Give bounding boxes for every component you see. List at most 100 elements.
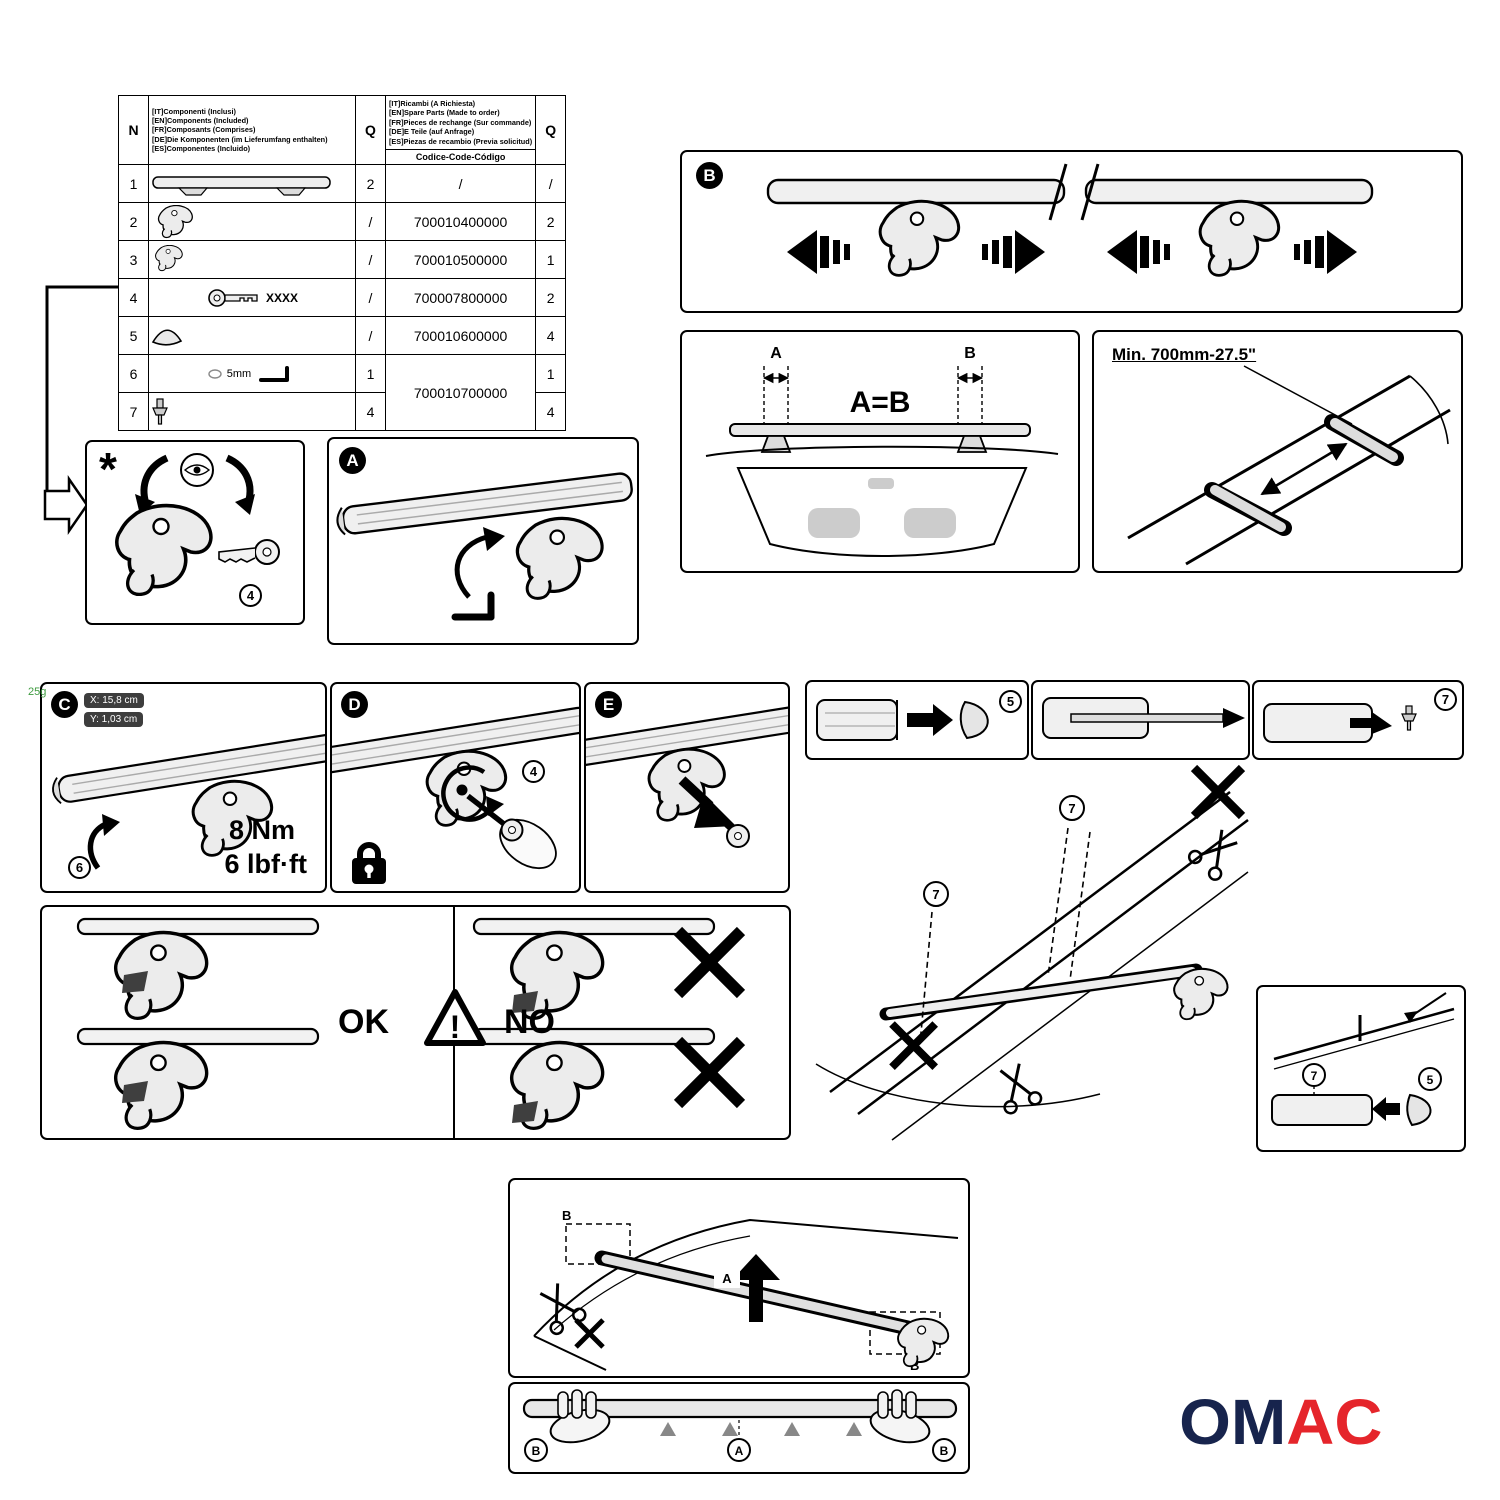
table-connector-arrow — [43, 285, 118, 536]
up-arrow-icon — [660, 1422, 676, 1436]
col-header-spare: [IT]Ricambi (A Richiesta) [EN]Spare Part… — [384, 94, 537, 166]
insert-left-arrow-icon — [1372, 1097, 1400, 1121]
crossbar-slide-illustration — [766, 163, 1374, 277]
spare-line-it: [IT]Ricambi (A Richiesta) — [389, 99, 476, 108]
cell-q-spare: 4 — [535, 316, 567, 356]
plug-illustration — [1263, 703, 1417, 743]
callout-7: 7 — [1434, 688, 1457, 711]
panel-e-label: E — [595, 691, 622, 718]
panel-rod — [1031, 680, 1250, 760]
no-text: NO — [504, 1003, 555, 1041]
part-cell — [148, 240, 356, 280]
cell-q-included: 1 — [355, 354, 386, 394]
span-arrow-icon — [1260, 442, 1348, 496]
panel-endcap: 5 — [805, 680, 1029, 760]
included-line-fr: [FR]Composants (Comprises) — [152, 125, 256, 135]
scissors-icon — [1185, 822, 1246, 884]
cell-q-spare: 2 — [535, 202, 567, 242]
included-line-es: [ES]Componentes (Incluido) — [152, 144, 251, 154]
y-dimension-badge: Y: 1,03 cm — [84, 712, 144, 727]
part-cell — [148, 202, 356, 242]
col-header-n: N — [118, 94, 149, 166]
up-arrow-icon — [846, 1422, 862, 1436]
min-span-text: Min. 700mm-27.5" — [1112, 345, 1257, 364]
key-shaft-icon — [466, 793, 506, 827]
cell-q-spare: 1 — [535, 354, 567, 394]
part-cell: 5mm — [148, 354, 356, 394]
x-mark-icon — [576, 1320, 603, 1347]
cell-q-included: / — [355, 240, 386, 280]
min-span-illustration — [1127, 365, 1451, 566]
table-row: 4 XXXX / 700007800000 2 — [118, 278, 567, 318]
cell-code: 700010500000 — [384, 240, 537, 280]
cell-q-included: 4 — [355, 392, 386, 432]
x-mark-icon — [678, 931, 741, 994]
panel-rail-detail: 7 5 — [1256, 985, 1466, 1152]
cut-line — [919, 911, 933, 1045]
callout-7: 7 — [932, 887, 939, 902]
cell-q-spare: / — [535, 164, 567, 204]
equal-spacing-illustration: A=B A B — [705, 345, 1059, 557]
seat-icon — [904, 508, 956, 538]
panel-min-span: Min. 700mm-27.5" — [1092, 330, 1463, 573]
ok-text: OK — [338, 1003, 389, 1041]
rod-icon — [1070, 713, 1224, 723]
lift-arrow-icon — [732, 1254, 780, 1322]
hands-illustration: B A B — [522, 1389, 958, 1462]
slide-left-arrow-icon — [787, 230, 850, 274]
cut-line — [1069, 831, 1091, 981]
turn-arrow-icon — [441, 765, 497, 822]
callout-6: 6 — [68, 856, 91, 879]
cell-q-spare: 1 — [535, 240, 567, 280]
insert-arrow-icon — [907, 704, 953, 736]
cell-q-included: / — [355, 316, 386, 356]
seat-icon — [808, 508, 860, 538]
dim-label-a: A — [770, 345, 782, 362]
endcap-illustration — [816, 699, 989, 741]
allen-size-label: 5mm — [226, 367, 252, 380]
cell-n: 2 — [118, 202, 149, 242]
cell-q-included: / — [355, 202, 386, 242]
table-row: 2 / 700010400000 2 — [118, 202, 567, 242]
allen-key-icon — [259, 365, 290, 382]
allen-tightening-illustration — [336, 472, 633, 621]
omac-logo: OMAC — [1179, 1390, 1382, 1454]
cell-n: 3 — [118, 240, 149, 280]
cell-n: 7 — [118, 392, 149, 432]
included-line-it: [IT]Componenti (Inclusi) — [152, 106, 236, 116]
panel-b-slide-adjust: B — [680, 150, 1463, 313]
key-blade-icon — [218, 547, 256, 563]
watermark-text: 25g — [28, 686, 47, 698]
callout-5: 5 — [999, 690, 1022, 713]
hand-icon — [869, 1389, 931, 1444]
scissors-icon — [531, 1277, 589, 1338]
clamp-ok-top — [78, 919, 318, 1018]
padlock-icon — [352, 842, 386, 884]
cell-code: / — [384, 164, 537, 204]
torque-lbfft: 6 lbf·ft — [224, 849, 307, 880]
torque-illustration — [52, 732, 325, 870]
cell-n: 6 — [118, 354, 149, 394]
up-arrow-icon — [784, 1422, 800, 1436]
roof-line — [705, 445, 1059, 457]
part-cell: XXXX — [148, 278, 356, 318]
end-cap-icon — [959, 700, 989, 740]
cell-q-spare: 4 — [535, 392, 567, 432]
panel-mounting: B B A — [508, 1178, 970, 1378]
warning-triangle-icon: ! — [424, 989, 486, 1046]
table-row: 3 / 700010500000 1 — [118, 240, 567, 280]
keyhole-icon — [456, 784, 468, 796]
panel-b-label: B — [696, 162, 723, 189]
callout-5: 5 — [1427, 1073, 1434, 1087]
panel-d-label: D — [341, 691, 368, 718]
crossbar-icon — [522, 1398, 958, 1419]
part-cell — [148, 164, 356, 204]
spare-line-en: [EN]Spare Parts (Made to order) — [389, 108, 500, 118]
x-dimension-badge: X: 15,8 cm — [84, 693, 144, 708]
mounting-illustration: B B A — [531, 1208, 959, 1373]
up-arrow-icon — [722, 1422, 738, 1436]
code-header: Codice-Code-Código — [386, 149, 536, 164]
rotate-left-arrow-icon — [140, 454, 169, 501]
panel-e-remove-key: E — [584, 682, 790, 893]
